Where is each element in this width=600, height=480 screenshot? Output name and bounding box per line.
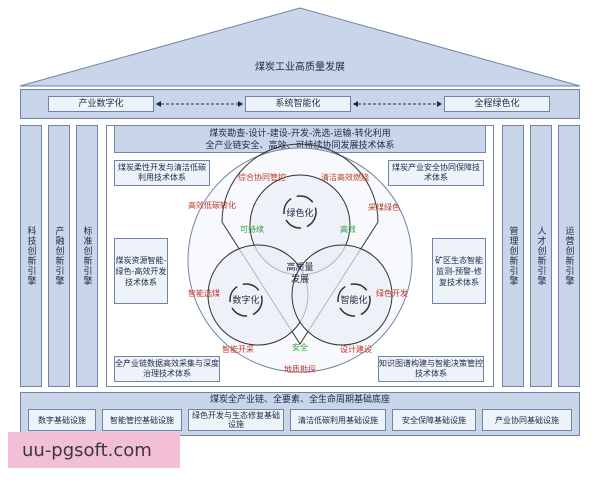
venn-label-efficient-conversion: 高效低碳转化 bbox=[188, 200, 236, 210]
chain-banner-line2: 全产业链安全、高效、可持续协同发展技术体系 bbox=[205, 141, 395, 151]
foundation-title: 煤炭全产业链、全要素、全生命周期基础底座 bbox=[209, 395, 390, 405]
venn-center-line2: 发展 bbox=[291, 273, 309, 285]
venn-diagram: 绿色化 数字化 智能化 高质量 发展 可持续 高效 安全 高效低碳转化 综合协同… bbox=[187, 143, 413, 374]
venn-label-integrated-control: 综合协同管控 bbox=[238, 172, 286, 182]
venn-circle-smart bbox=[291, 244, 393, 346]
top-item-intelligent: 系统智能化 bbox=[245, 96, 351, 112]
box-knowledge-graph: 知识图谱构建与智能决策管控技术体系 bbox=[378, 356, 484, 382]
foundation-item-clean-utilization: 清洁低碳利用基础设施 bbox=[290, 409, 386, 431]
venn-label-smart-mining: 智能开采 bbox=[222, 344, 254, 354]
venn-label-design-build: 设计建设 bbox=[340, 344, 372, 354]
venn-label-green-mining: 采煤绿色 bbox=[368, 202, 400, 212]
venn-center-line1: 高质量 bbox=[286, 261, 313, 273]
pillar-operation-innovation: 运营创新引擎 bbox=[558, 125, 580, 387]
venn-circle-label-smart: 智能化 bbox=[340, 294, 367, 306]
venn-label-green-development: 绿色开发 bbox=[376, 288, 408, 298]
venn-label-clean-combustion: 清洁高效燃烧 bbox=[321, 172, 369, 182]
foundation-item-digital: 数字基础设施 bbox=[28, 409, 96, 431]
roof: 煤炭工业高质量发展 bbox=[19, 7, 581, 87]
venn-circle-label-green: 绿色化 bbox=[286, 207, 313, 219]
box-smart-green-efficient: 煤炭资源智能-绿色-高效开发技术体系 bbox=[114, 238, 168, 304]
foundation-item-smart-control: 智能管控基础设施 bbox=[102, 409, 182, 431]
pillar-tech-innovation: 科技创新引擎 bbox=[20, 125, 42, 387]
box-safety-coordination: 煤炭产业安全协同保障技术体系 bbox=[388, 160, 484, 186]
box-ecology-monitoring: 矿区生态智能监测-预警-修复技术体系 bbox=[432, 238, 486, 304]
top-item-digital: 产业数字化 bbox=[48, 96, 154, 112]
watermark-banner: uu-pgsoft.com bbox=[8, 432, 180, 468]
top-item-green: 全程绿色化 bbox=[444, 96, 550, 112]
venn-inner-sustainable: 可持续 bbox=[240, 224, 264, 234]
pillar-talent-innovation: 人才创新引擎 bbox=[530, 125, 552, 387]
foundation-item-safety: 安全保障基础设施 bbox=[392, 409, 476, 431]
foundation-item-green-ecology: 绿色开发与生态修复基础设施 bbox=[188, 409, 284, 431]
box-data-governance: 全产业链数据高效采集与深度治理技术体系 bbox=[114, 356, 220, 382]
pillar-finance-innovation: 产融创新引擎 bbox=[48, 125, 70, 387]
foundation-item-coordination: 产业协同基础设施 bbox=[482, 409, 572, 431]
venn-label-smart-washing: 智能选煤 bbox=[188, 288, 220, 298]
venn-label-geo-exploration: 地质勘探 bbox=[284, 364, 316, 374]
venn-inner-safe: 安全 bbox=[292, 342, 308, 352]
venn-petal-top bbox=[221, 143, 379, 345]
pillar-management-innovation: 管理创新引擎 bbox=[502, 125, 524, 387]
roof-title: 煤炭工业高质量发展 bbox=[255, 60, 345, 73]
venn-inner-efficient: 高效 bbox=[340, 224, 356, 234]
box-flexible-clean-utilization: 煤炭柔性开发与清洁低碳利用技术体系 bbox=[114, 160, 210, 186]
top-row-arrows bbox=[156, 101, 442, 107]
chain-banner-line1: 煤炭勘查-设计-建设-开发-洗选-运输-转化利用 bbox=[209, 129, 391, 139]
pillar-standard-innovation: 标准创新引擎 bbox=[76, 125, 98, 387]
venn-circle-label-digital: 数字化 bbox=[232, 294, 259, 306]
watermark-text: uu-pgsoft.com bbox=[22, 440, 152, 461]
